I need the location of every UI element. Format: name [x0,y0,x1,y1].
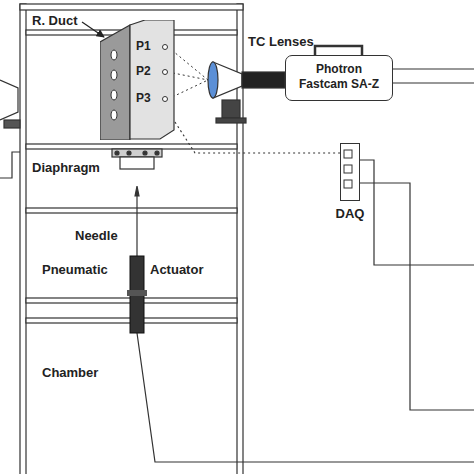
wire [392,82,474,83]
diaphragm-flange [115,151,119,155]
sensor-port [163,97,168,102]
tc-lens [222,100,240,118]
duct-body: P1P2P3 [100,20,175,140]
camera-body: Photron Fastcam SA-Z [285,55,393,101]
wire [0,69,474,462]
diaphragm-flange [112,149,162,157]
window-hole [111,90,117,100]
needle [135,186,139,258]
frame-rail [20,4,26,474]
frame-rail [20,4,243,10]
tc-lens [208,62,285,123]
daq-slot [344,165,352,173]
window-hole [111,110,117,120]
part-label: TC Lenses [248,34,314,49]
sensor-label: P1 [136,39,151,54]
window-hole [111,50,117,60]
tc-lens [216,118,246,123]
wire [360,183,474,410]
tc-lens [208,62,218,98]
part-label: Needle [75,228,118,243]
part-label: Chamber [42,365,98,380]
actuator-collar [127,290,147,296]
daq-slot [344,150,352,188]
daq-slot [344,150,352,158]
sensor-port [163,45,168,50]
diaphragm-flange [127,151,131,155]
frame-rail [20,4,243,474]
camera-handle [315,46,362,55]
leader-arrow [82,22,104,37]
diaphragm-flange [155,151,159,155]
light-source [0,80,18,120]
needle [135,186,139,196]
duct-side [100,25,130,140]
duct-outline [100,20,175,140]
signal-line [175,122,340,153]
part-label: Pneumatic [42,262,108,277]
needle [136,192,137,258]
window-hole [111,70,117,80]
wire [137,333,474,462]
sensor-label: P2 [136,64,151,79]
diaphragm-flange [143,151,147,155]
wire [360,160,474,265]
part-label: R. Duct [32,13,78,28]
part-label: Actuator [150,262,203,277]
camera-name: Photron Fastcam SA-Z [295,62,383,92]
part-label: Diaphragm [32,160,100,175]
light-source [0,80,20,128]
diaphragm-flange [120,157,154,169]
duct-face [130,20,174,139]
daq-module: DAQ [340,143,360,201]
daq-slot [344,180,352,188]
frame-rail [26,144,237,149]
diaphragm-flange [112,149,162,169]
module-label: DAQ [336,206,365,221]
light-source [4,120,20,128]
wire [392,68,474,69]
frame-rail [26,208,237,213]
tc-lens [242,72,285,88]
sensor-label: P3 [136,91,151,106]
wire [0,152,20,178]
sensor-port [163,70,168,75]
